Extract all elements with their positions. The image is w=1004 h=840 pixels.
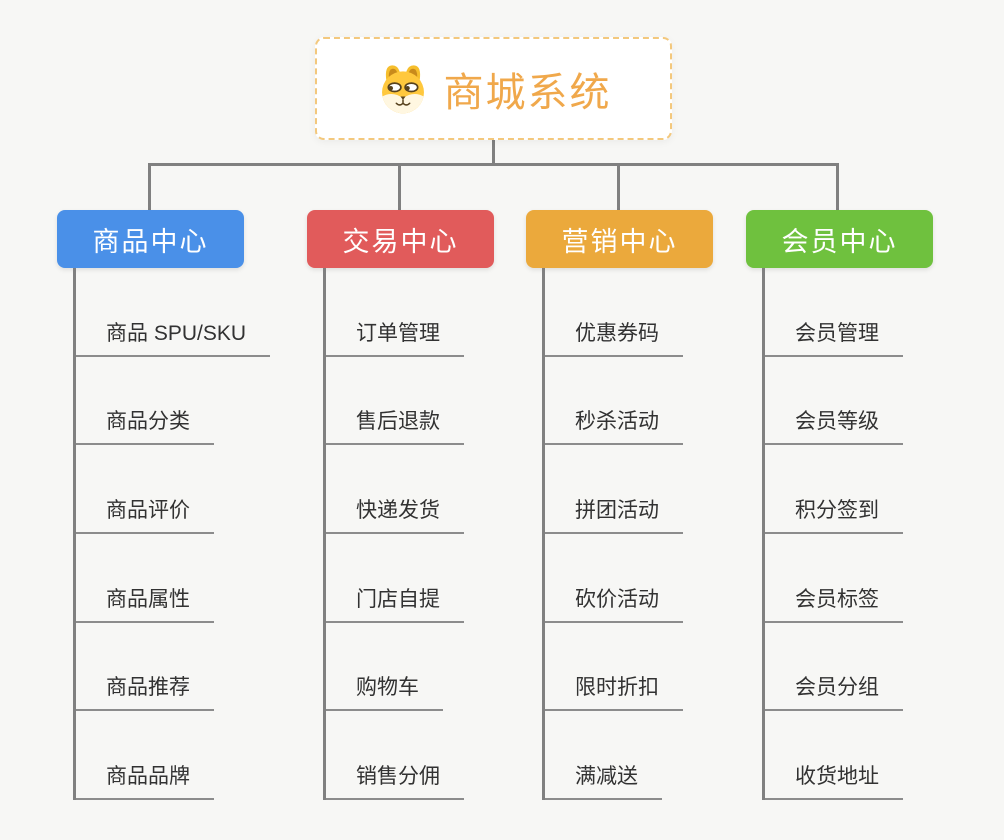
child-topic[interactable]: 砍价活动 (545, 534, 713, 623)
connector-branch-stub (398, 163, 401, 211)
child-topic-label: 会员标签 (765, 583, 903, 623)
child-topic[interactable]: 销售分佣 (326, 711, 494, 800)
branch-column-trade: 交易中心 订单管理 售后退款 快递发货 门店自提 购物车 销售分佣 (307, 210, 494, 800)
child-topic-label: 商品 SPU/SKU (76, 317, 271, 357)
child-topic[interactable]: 会员管理 (765, 268, 933, 357)
child-topic[interactable]: 订单管理 (326, 268, 494, 357)
child-topic-label: 限时折扣 (545, 671, 683, 712)
child-topic[interactable]: 售后退款 (326, 357, 494, 446)
root-title: 商城系统 (443, 70, 612, 115)
branch-column-marketing: 营销中心 优惠券码 秒杀活动 拼团活动 砍价活动 限时折扣 满减送 (526, 210, 713, 800)
child-topic[interactable]: 快递发货 (326, 445, 494, 534)
child-topic-label: 会员等级 (765, 405, 903, 446)
child-topic[interactable]: 会员标签 (765, 534, 933, 623)
child-topic[interactable]: 商品分类 (76, 357, 244, 446)
child-topic[interactable]: 会员分组 (765, 623, 933, 712)
branch-column-products: 商品中心 商品 SPU/SKU 商品分类 商品评价 商品属性 商品推荐 商品品牌 (57, 210, 271, 800)
child-topic-label: 商品品牌 (76, 760, 214, 800)
branch-children: 订单管理 售后退款 快递发货 门店自提 购物车 销售分佣 (323, 268, 494, 800)
child-topic-label: 购物车 (326, 671, 443, 712)
child-topic-label: 快递发货 (326, 494, 464, 534)
connector-branch-stub (148, 163, 151, 211)
child-topic-label: 拼团活动 (545, 494, 683, 534)
child-topic-label: 售后退款 (326, 405, 464, 446)
dog-face-icon (376, 63, 430, 115)
branch-header-products[interactable]: 商品中心 (57, 210, 244, 268)
branch-header-members[interactable]: 会员中心 (746, 210, 933, 268)
child-topic-label: 商品评价 (76, 494, 214, 534)
connector-root-stub (492, 139, 495, 166)
child-topic[interactable]: 会员等级 (765, 357, 933, 446)
child-topic[interactable]: 限时折扣 (545, 623, 713, 712)
child-topic[interactable]: 积分签到 (765, 445, 933, 534)
branch-label: 会员中心 (781, 226, 898, 257)
branch-label: 交易中心 (342, 226, 459, 257)
child-topic-label: 会员管理 (765, 317, 903, 357)
branch-header-marketing[interactable]: 营销中心 (526, 210, 713, 268)
child-topic[interactable]: 拼团活动 (545, 445, 713, 534)
child-topic[interactable]: 秒杀活动 (545, 357, 713, 446)
child-topic-label: 砍价活动 (545, 583, 683, 623)
child-topic-label: 商品推荐 (76, 671, 214, 712)
branch-column-members: 会员中心 会员管理 会员等级 积分签到 会员标签 会员分组 收货地址 (746, 210, 933, 800)
branch-label: 商品中心 (92, 226, 209, 257)
child-topic-label: 优惠券码 (545, 317, 683, 357)
branch-header-trade[interactable]: 交易中心 (307, 210, 494, 268)
child-topic-label: 秒杀活动 (545, 405, 683, 446)
connector-branch-stub (836, 163, 839, 211)
connector-horizontal-line (148, 163, 839, 166)
child-topic-label: 商品属性 (76, 583, 214, 623)
child-topic[interactable]: 商品 SPU/SKU (76, 268, 271, 357)
child-topic-label: 门店自提 (326, 583, 464, 623)
child-topic[interactable]: 商品属性 (76, 534, 244, 623)
child-topic-label: 会员分组 (765, 671, 903, 712)
branch-label: 营销中心 (561, 226, 678, 257)
child-topic-label: 收货地址 (765, 760, 903, 800)
child-topic-label: 满减送 (545, 760, 662, 800)
child-topic-label: 订单管理 (326, 317, 464, 357)
branch-children: 商品 SPU/SKU 商品分类 商品评价 商品属性 商品推荐 商品品牌 (73, 268, 271, 800)
root-node[interactable]: 商城系统 (315, 37, 672, 140)
child-topic-label: 积分签到 (765, 494, 903, 534)
child-topic[interactable]: 门店自提 (326, 534, 494, 623)
branch-children: 优惠券码 秒杀活动 拼团活动 砍价活动 限时折扣 满减送 (542, 268, 713, 800)
child-topic-label: 销售分佣 (326, 760, 464, 800)
child-topic[interactable]: 优惠券码 (545, 268, 713, 357)
child-topic[interactable]: 商品推荐 (76, 623, 244, 712)
child-topic-label: 商品分类 (76, 405, 214, 446)
child-topic[interactable]: 购物车 (326, 623, 494, 712)
child-topic[interactable]: 商品评价 (76, 445, 244, 534)
connector-branch-stub (617, 163, 620, 211)
branch-children: 会员管理 会员等级 积分签到 会员标签 会员分组 收货地址 (762, 268, 933, 800)
child-topic[interactable]: 满减送 (545, 711, 713, 800)
child-topic[interactable]: 收货地址 (765, 711, 933, 800)
child-topic[interactable]: 商品品牌 (76, 711, 244, 800)
